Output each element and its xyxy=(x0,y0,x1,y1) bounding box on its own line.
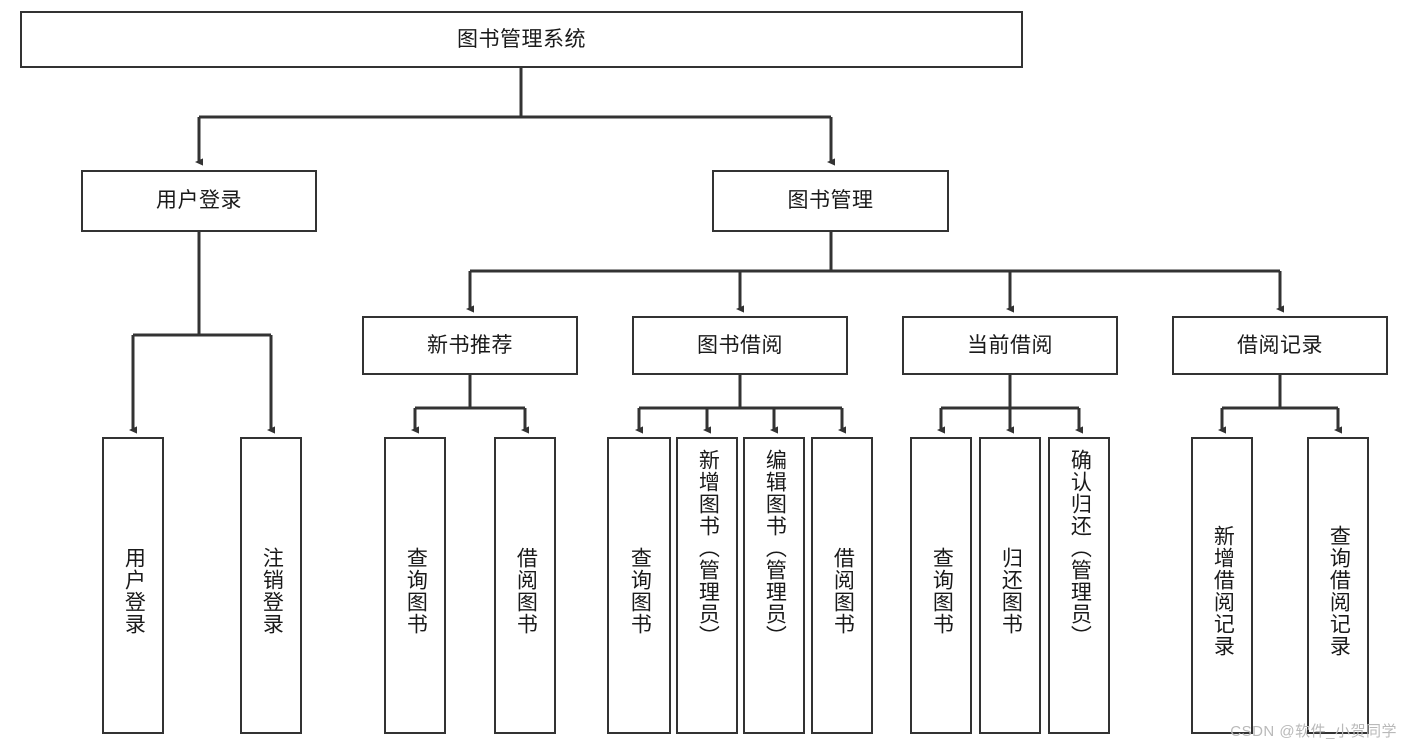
leaf-borrow-book[interactable]: 借阅图书 xyxy=(811,437,873,734)
leaf-return-book[interactable]: 归还图书 xyxy=(979,437,1041,734)
node-label: 注销登录 xyxy=(260,546,284,635)
node-label: 编辑图书（管理员） xyxy=(763,449,787,647)
leaf-borrow-book-recommend[interactable]: 借阅图书 xyxy=(494,437,556,734)
node-label: 查询图书 xyxy=(404,546,428,635)
node-label: 查询图书 xyxy=(628,546,652,635)
node-current-borrow[interactable]: 当前借阅 xyxy=(902,316,1118,375)
leaf-query-book-recommend[interactable]: 查询图书 xyxy=(384,437,446,734)
node-label: 查询图书 xyxy=(930,546,954,635)
leaf-query-borrow-record[interactable]: 查询借阅记录 xyxy=(1307,437,1369,734)
leaf-add-book-admin[interactable]: 新增图书（管理员） xyxy=(676,437,738,734)
leaf-logout-login[interactable]: 注销登录 xyxy=(240,437,302,734)
node-label: 当前借阅 xyxy=(967,333,1053,357)
node-label: 图书借阅 xyxy=(697,333,783,357)
node-label: 借阅图书 xyxy=(514,546,538,635)
node-user-login[interactable]: 用户登录 xyxy=(81,170,317,232)
csdn-watermark: CSDN @软件_小贺同学 xyxy=(1230,723,1397,740)
node-label: 新增图书（管理员） xyxy=(696,449,720,647)
node-root-system[interactable]: 图书管理系统 xyxy=(20,11,1023,68)
node-new-book-recommend[interactable]: 新书推荐 xyxy=(362,316,578,375)
leaf-query-book-current[interactable]: 查询图书 xyxy=(910,437,972,734)
leaf-confirm-return-admin[interactable]: 确认归还（管理员） xyxy=(1048,437,1110,734)
node-label: 确认归还（管理员） xyxy=(1068,449,1092,647)
leaf-query-book-borrow[interactable]: 查询图书 xyxy=(607,437,671,734)
leaf-edit-book-admin[interactable]: 编辑图书（管理员） xyxy=(743,437,805,734)
node-label: 新书推荐 xyxy=(427,333,513,357)
node-book-borrow[interactable]: 图书借阅 xyxy=(632,316,848,375)
node-label: 图书管理系统 xyxy=(457,27,586,51)
node-label: 借阅记录 xyxy=(1237,333,1323,357)
node-label: 新增借阅记录 xyxy=(1211,524,1235,657)
node-label: 查询借阅记录 xyxy=(1327,524,1351,657)
node-label: 用户登录 xyxy=(156,189,242,213)
leaf-add-borrow-record[interactable]: 新增借阅记录 xyxy=(1191,437,1253,734)
leaf-user-login[interactable]: 用户登录 xyxy=(102,437,164,734)
node-book-management[interactable]: 图书管理 xyxy=(712,170,949,232)
node-label: 用户登录 xyxy=(122,546,146,635)
node-label: 借阅图书 xyxy=(831,546,855,635)
node-label: 图书管理 xyxy=(787,189,874,213)
node-label: 归还图书 xyxy=(999,546,1023,635)
node-borrow-record[interactable]: 借阅记录 xyxy=(1172,316,1388,375)
